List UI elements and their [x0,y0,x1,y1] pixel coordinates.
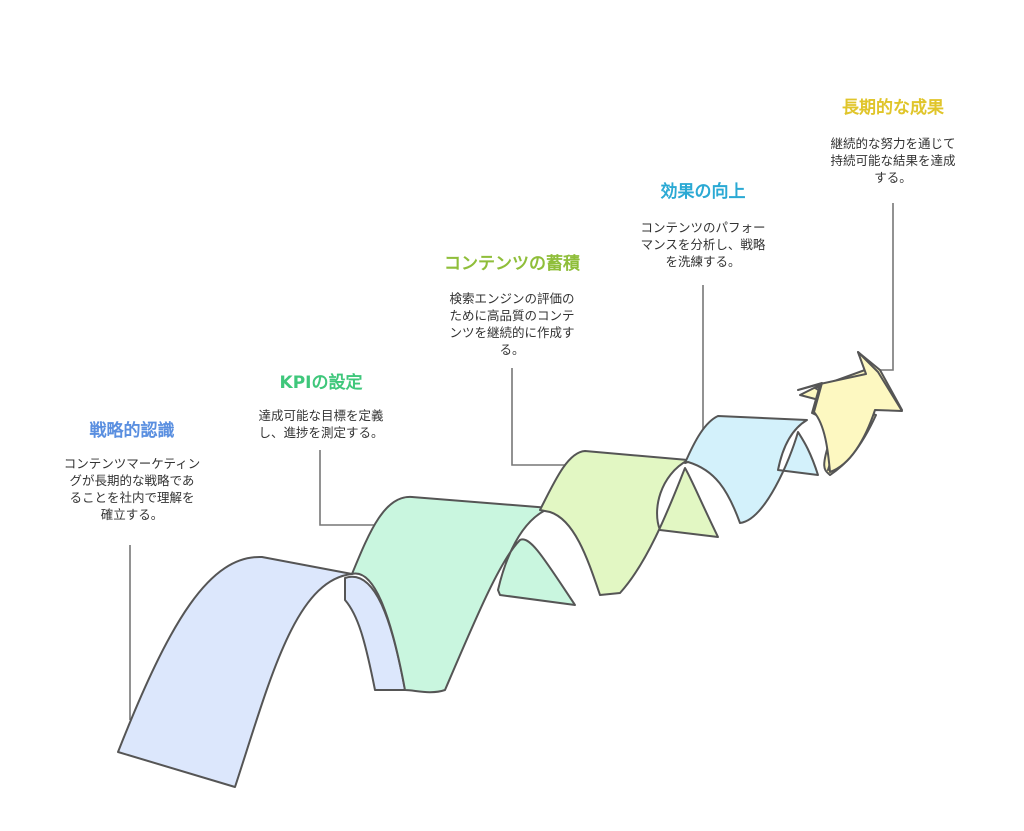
step-2-title: KPIの設定 [279,373,363,393]
step-1-title: 戦略的認識 [89,421,175,441]
leader-line-5 [880,203,894,371]
ribbon-step-1 [117,555,406,788]
leader-line-3 [511,368,570,466]
step-3-description: 検索エンジンの評価の ために高品質のコンテ ンツを継続的に作成す る。 [449,291,575,357]
ribbon-step-1-front [117,555,353,788]
step-4-description: コンテンツのパフォー マンスを分析し、戦略 を洗練する。 [640,220,766,269]
up-right-arrow-icon [797,351,903,476]
step-2-description: 達成可能な目標を定義 し、進捗を測定する。 [258,408,384,440]
arrow-step-5-body [797,351,903,473]
step-1-description: コンテンツマーケティン グが長期的な戦略であ ることを社内で理解を 確立する。 [63,456,201,522]
ribbon-step-4-front [684,415,819,524]
ribbon-step-2 [351,495,576,694]
step-4-title: 効果の向上 [660,182,746,202]
ribbon-step-3 [539,450,719,596]
ribbon-step-4 [684,415,819,524]
ribbon-step-3-front [539,450,719,596]
leader-line-2 [319,450,380,526]
step-5-title: 長期的な成果 [842,98,944,118]
ribbon-step-2-front [351,495,576,694]
step-5-description: 継続的な努力を通じて 持続可能な結果を達成 する。 [830,136,956,185]
step-3-title: コンテンツの蓄積 [444,254,580,274]
